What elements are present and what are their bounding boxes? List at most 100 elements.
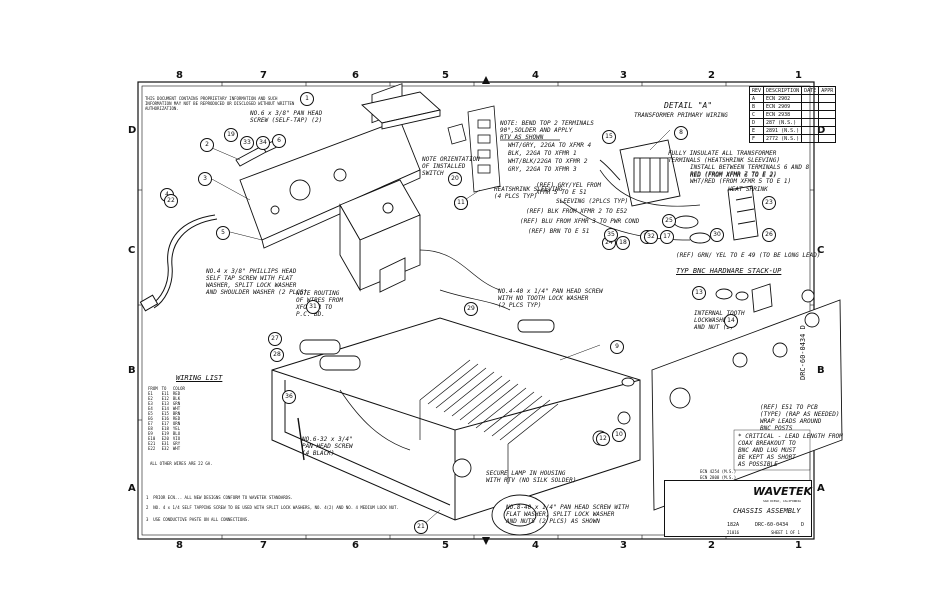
callout-bubble: 12 — [596, 432, 610, 446]
rev-cell — [818, 102, 837, 111]
transformer-assembly — [339, 83, 421, 293]
zone-col-3: 3 — [620, 70, 627, 81]
company-location: SAN DIEGO, CALIFORNIA — [763, 499, 801, 503]
rev-date-header: DATE — [801, 86, 820, 95]
note-sleeving: SLEEVING (2PLCS TYP) — [556, 198, 629, 205]
callout-bubble: 26 — [762, 228, 776, 242]
rev-cell: 2891 (N.S.) — [763, 126, 803, 135]
zone-col-8-bottom: 8 — [176, 540, 183, 551]
callout-bubble: 3 — [198, 172, 212, 186]
note-heatshrink: HEATSHRINK SLEEVING (4 PLCS TYP) — [494, 186, 563, 200]
note-install-terminals: INSTALL BETWEEN TERMINALS 6 AND 8 RED (F… — [690, 164, 810, 178]
wl-cell: RED — [172, 391, 181, 396]
callout-bubble: 1 — [300, 92, 314, 106]
rev-cell: 2772 (N.S.) — [763, 134, 803, 143]
wl-cell: E17 — [161, 421, 169, 426]
revision-header-row: REV DESCRIPTION DATE APPR — [748, 86, 837, 95]
wl-cell: E1 — [148, 391, 153, 396]
wl-cell: E8 — [148, 426, 153, 431]
drawing-number: DRC-60-0434 — [755, 522, 789, 528]
wl-cell: E19 — [161, 431, 169, 436]
wl-cell: E14 — [161, 406, 169, 411]
rev-header: REV — [748, 86, 765, 95]
rev-cell — [818, 134, 837, 143]
wl-cell: E3 — [148, 401, 153, 406]
rev-appr-header: APPR — [818, 86, 837, 95]
note-wht-red: WHT/RED (FROM XFMR 5 TO E 1) — [690, 178, 792, 185]
note-critical: * CRITICAL - LEAD LENGTH FROM COAX BREAK… — [738, 433, 843, 468]
zone-col-1: 1 — [795, 70, 802, 81]
callout-bubble: 18 — [616, 236, 630, 250]
callout-bubble: 25 — [662, 214, 676, 228]
zone-row-b-left: B — [128, 365, 136, 376]
callout-bubble: 33 — [240, 136, 254, 150]
zone-col-4-bottom: 4 — [532, 540, 539, 551]
zone-col-8: 8 — [176, 70, 183, 81]
wl-header: FROM — [148, 386, 158, 391]
rev-cell — [801, 102, 820, 111]
wl-cell: E11 — [161, 391, 169, 396]
detail-a-transformer — [599, 139, 681, 207]
rev-cell: D — [748, 118, 765, 127]
wl-cell: E10 — [148, 436, 156, 441]
critical-note-frame — [733, 429, 811, 471]
rev-cell: ECN 2902 — [763, 94, 803, 103]
wl-cell: RED — [172, 416, 181, 421]
note-2: 2 NO. 4 x 1/4 SELF TAPPING SCREW TO BE U… — [146, 505, 399, 510]
wl-cell: E22 — [148, 446, 156, 451]
rev-cell: F — [748, 134, 765, 143]
note-switch-orientation: NOTE ORIENTATION OF INSTALLED SWITCH — [422, 156, 480, 177]
callout-bubble: 5 — [216, 226, 230, 240]
zone-col-6: 6 — [352, 70, 359, 81]
small-rev-1: ECN 4254 (M.S.) — [700, 469, 737, 474]
note-red-e2: RED (FROM XFMR 6 TO E 2) — [690, 172, 777, 179]
rev-cell — [801, 134, 820, 143]
note-phillips-screw: NO.4 x 3/8" PHILLIPS HEAD SELF TAP SCREW… — [206, 268, 308, 296]
note-8-40-screw: NO.8-40 x 1/4" PAN HEAD SCREW WITH FLAT … — [506, 504, 629, 525]
wl-cell: BRN — [172, 411, 181, 416]
wl-cell: BLK — [172, 396, 181, 401]
wl-cell: E16 — [161, 416, 169, 421]
callout-bubble: 14 — [724, 314, 738, 328]
wl-cell: E12 — [161, 396, 169, 401]
title-block: WAVETEK SAN DIEGO, CALIFORNIA CHASSIS AS… — [664, 480, 812, 537]
callout-bubble: 36 — [282, 390, 296, 404]
wl-cell: E15 — [161, 411, 169, 416]
bnc-stack — [715, 283, 815, 313]
callout-bubble: 31 — [306, 300, 320, 314]
proprietary-note: THIS DOCUMENT CONTAINS PROPRIETARY INFOR… — [145, 96, 295, 111]
note-1: 1 PRIOR ECN... ALL NEW DESIGNS CONFORM T… — [146, 495, 293, 500]
note-insulate-terminals: FULLY INSULATE ALL TRANSFORMER TERMINALS… — [668, 150, 780, 164]
sheet-number: SHEET 1 OF 1 — [771, 530, 800, 535]
top-cover — [361, 91, 441, 130]
rev-cell — [801, 126, 820, 135]
wiring-list-title: WIRING LIST — [176, 374, 223, 382]
drawing-rev: D — [801, 522, 805, 528]
bnc-stack-title: TYP BNC HARDWARE STACK-UP — [676, 267, 782, 275]
rev-cell: A — [748, 94, 765, 103]
wl-cell: E18 — [161, 426, 169, 431]
note-wrap-leads: (REF) E51 TO PCB (TYPE) (RAP AS NEEDED) … — [760, 404, 840, 432]
wl-cell: GRY — [172, 441, 181, 446]
rev-cell: E — [748, 126, 765, 135]
zone-col-4: 4 — [532, 70, 539, 81]
rev-cell — [801, 110, 820, 119]
note-heat-shrink: HEAT SHRINK — [728, 186, 768, 193]
wire-blk: BLK, 22GA TO XFMR 1 — [508, 150, 577, 157]
zone-col-7: 7 — [260, 70, 267, 81]
callout-bubble: 17 — [660, 230, 674, 244]
wl-cell: E21 — [148, 441, 156, 446]
zone-row-d-left: D — [128, 125, 137, 136]
